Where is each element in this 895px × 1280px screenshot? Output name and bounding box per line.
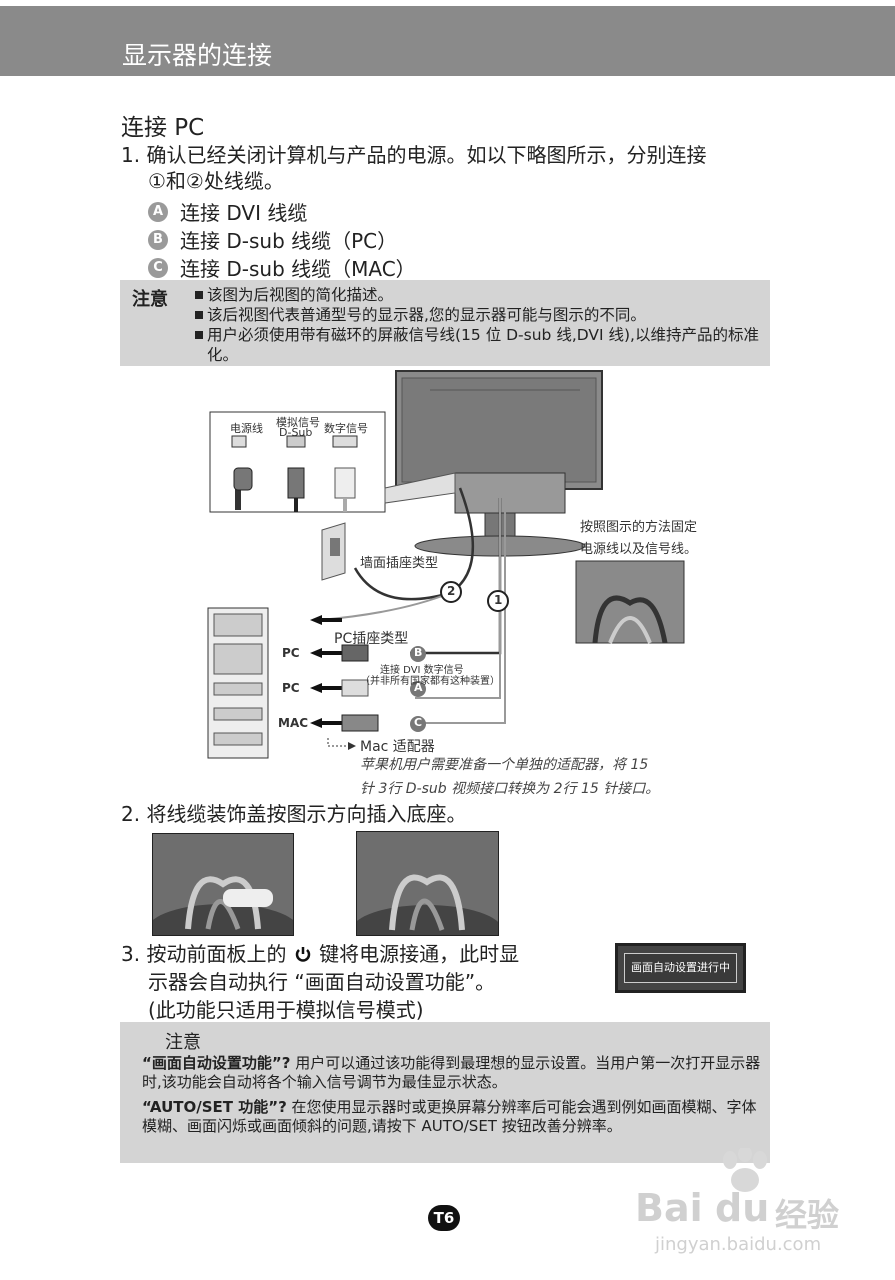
- watermark-brand-du: du: [715, 1186, 770, 1230]
- badge-a: A: [148, 201, 168, 222]
- option-a-text: 连接 DVI 线缆: [180, 201, 308, 225]
- osd-auto-setup-text: 画面自动设置进行中: [624, 953, 737, 983]
- note2-paragraph-1: “画面自动设置功能”? 用户可以通过该功能得到最理想的显示设置。当用户第一次打开…: [142, 1054, 762, 1092]
- option-b-text: 连接 D-sub 线缆（PC）: [180, 229, 398, 253]
- diagram-badge-a: A: [414, 681, 423, 694]
- callout-1: 1: [494, 593, 503, 607]
- step1-line2: ①和②处线缆。: [148, 169, 284, 193]
- note2-title: 注意: [165, 1032, 201, 1053]
- label-wall-outlet: 墙面插座类型: [360, 556, 439, 571]
- note-box-1: 注意 该图为后视图的简化描述。 该后视图代表普通型号的显示器,您的显示器可能与图…: [120, 280, 770, 366]
- note-item: 该后视图代表普通型号的显示器,您的显示器可能与图示的不同。: [195, 305, 770, 325]
- note-item: 该图为后视图的简化描述。: [195, 285, 770, 305]
- note2-p2-text: 在您使用显示器时或更换屏幕分辨率后可能会遇到例如画面模糊、字体模糊、画面闪烁或画…: [142, 1098, 757, 1135]
- note-label: 注意: [132, 289, 168, 310]
- label-power-cord: 电源线: [230, 422, 263, 435]
- label-mac: MAC: [278, 716, 309, 730]
- option-c: C 连接 D-sub 线缆（MAC）: [148, 253, 416, 282]
- cable-cover-illustration-1: [153, 876, 293, 935]
- label-mac-adapter: Mac 适配器: [360, 739, 435, 755]
- label-dvi-note-1: 连接 DVI 数字信号: [380, 665, 464, 676]
- watermark-brand: Bai: [635, 1186, 703, 1230]
- note2-p1-term: “画面自动设置功能”?: [142, 1054, 291, 1072]
- label-pc-outlet: PC插座类型: [334, 631, 409, 647]
- power-icon: [293, 940, 313, 968]
- mac-note-line2: 针 3行 D-sub 视频接口转换为 2行 15 针接口。: [360, 781, 660, 797]
- mac-note-line1: 苹果机用户需要准备一个单独的适配器，将 15: [360, 757, 649, 773]
- watermark-url: jingyan.baidu.com: [655, 1234, 822, 1255]
- label-dsub: D-Sub: [279, 426, 313, 439]
- page-number: T6: [428, 1205, 460, 1231]
- step3-line1b: 键将电源接通，此时显: [319, 942, 520, 966]
- cable-cover-photo-2: [356, 831, 499, 936]
- label-dvi-note-2: （并非所有国家都有这种装置）: [360, 676, 500, 687]
- note2-p2-term: “AUTO/SET 功能”?: [142, 1098, 287, 1116]
- connection-illustration: [207, 370, 685, 759]
- step2-text: 2. 将线缆装饰盖按图示方向插入底座。: [121, 802, 467, 826]
- note-list: 该图为后视图的简化描述。 该后视图代表普通型号的显示器,您的显示器可能与图示的不…: [195, 285, 770, 365]
- label-pc-1: PC: [282, 646, 300, 660]
- note-box-2: 注意 “画面自动设置功能”? 用户可以通过该功能得到最理想的显示设置。当用户第一…: [120, 1022, 770, 1163]
- diagram-badge-c: C: [414, 716, 423, 729]
- option-a: A 连接 DVI 线缆: [148, 197, 307, 226]
- note2-p1-text: 用户可以通过该功能得到最理想的显示设置。当用户第一次打开显示器时,该功能会自动将…: [142, 1054, 761, 1091]
- badge-b: B: [148, 229, 168, 250]
- osd-auto-setup-screen: 画面自动设置进行中: [615, 943, 746, 993]
- badge-c: C: [148, 257, 168, 278]
- label-fix-note-1: 按照图示的方法固定: [580, 520, 698, 535]
- note-item: 用户必须使用带有磁环的屏蔽信号线(15 位 D-sub 线,DVI 线),以维持…: [195, 325, 770, 365]
- label-fix-note-2: 电源线以及信号线。: [580, 542, 698, 557]
- page-header-bar: 显示器的连接: [0, 6, 895, 76]
- connection-diagram: 电源线 模拟信号 D-Sub 数字信号 按照图示的方法固定 电源线以及信号线。 …: [200, 368, 760, 796]
- section-title: 连接 PC: [121, 115, 205, 141]
- note2-paragraph-2: “AUTO/SET 功能”? 在您使用显示器时或更换屏幕分辨率后可能会遇到例如画…: [142, 1098, 762, 1136]
- option-b: B 连接 D-sub 线缆（PC）: [148, 225, 397, 254]
- callout-2: 2: [447, 584, 456, 598]
- step3-line3: (此功能只适用于模拟信号模式): [148, 998, 424, 1022]
- step3-line1a: 3. 按动前面板上的: [121, 942, 287, 966]
- option-c-text: 连接 D-sub 线缆（MAC）: [180, 257, 416, 281]
- step1-line1: 1. 确认已经关闭计算机与产品的电源。如以下略图所示，分别连接: [121, 143, 707, 167]
- paw-logo-icon: [723, 1148, 767, 1192]
- cable-cover-illustration-2: [357, 874, 498, 935]
- label-digital-signal: 数字信号: [324, 422, 368, 435]
- step3-line2: 示器会自动执行 “画面自动设置功能”。: [148, 970, 496, 994]
- label-pc-2: PC: [282, 681, 300, 695]
- page-title: 显示器的连接: [122, 41, 273, 70]
- baidu-jingyan-watermark: Bai du 经验 jingyan.baidu.com: [635, 1148, 855, 1258]
- diagram-badge-b: B: [414, 646, 423, 659]
- step3-line1: 3. 按动前面板上的 键将电源接通，此时显: [121, 940, 519, 968]
- label-analog-signal: 模拟信号: [276, 416, 320, 429]
- cable-cover-photo-1: [152, 833, 294, 936]
- mac-adapter-note: 苹果机用户需要准备一个单独的适配器，将 15 针 3行 D-sub 视频接口转换…: [360, 753, 659, 801]
- watermark-cn: 经验: [775, 1196, 840, 1234]
